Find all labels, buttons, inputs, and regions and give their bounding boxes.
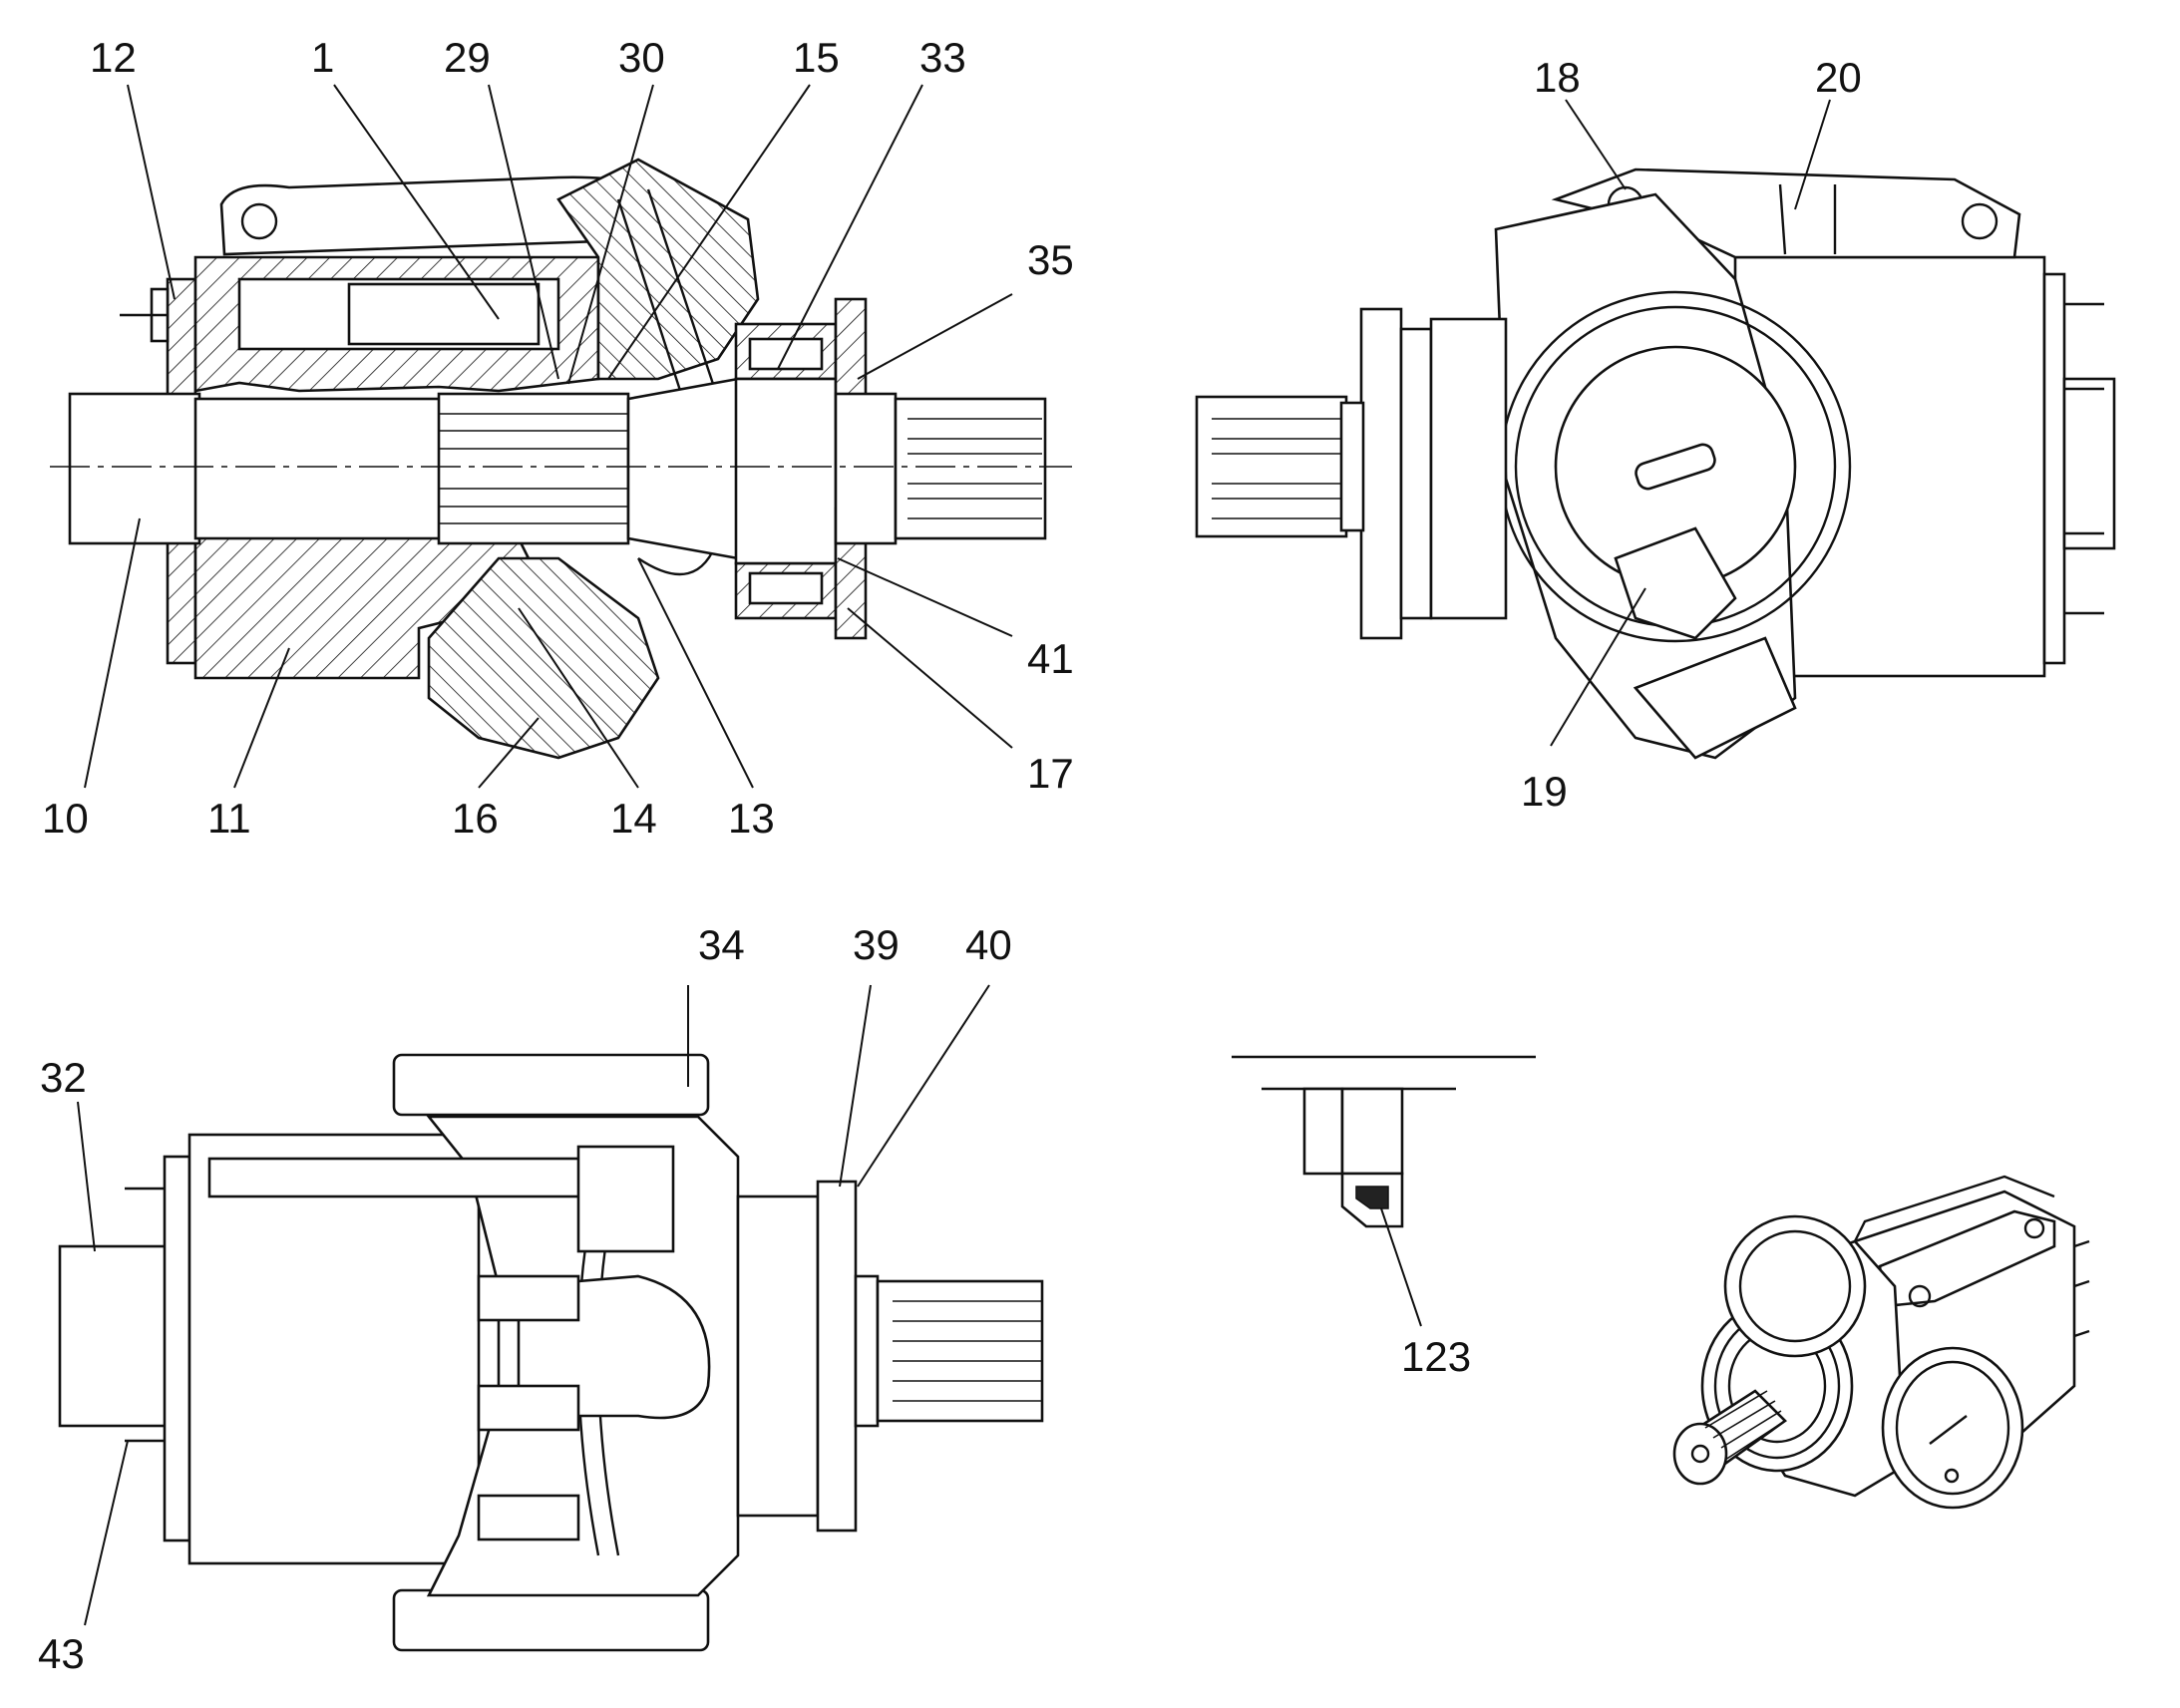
callout-label: 17 bbox=[1027, 750, 1074, 797]
callout-label: 39 bbox=[853, 921, 900, 968]
section-callouts: 12 1 29 30 15 33 35 41 17 10 11 16 14 13 bbox=[42, 34, 1074, 842]
output-spline bbox=[894, 397, 1047, 540]
callout-label: 35 bbox=[1027, 236, 1074, 283]
callout-label: 18 bbox=[1534, 54, 1581, 101]
section-view: 12 1 29 30 15 33 35 41 17 10 11 16 14 13 bbox=[42, 34, 1074, 842]
callout-label: 11 bbox=[207, 795, 251, 842]
callout-label: 1 bbox=[311, 34, 334, 81]
callout-label: 20 bbox=[1815, 54, 1862, 101]
callout-label: 29 bbox=[444, 34, 491, 81]
end-view: 18 20 19 bbox=[1195, 54, 2116, 815]
callout-label: 12 bbox=[90, 34, 137, 81]
isometric-view bbox=[1672, 1175, 2090, 1510]
callout-label: 19 bbox=[1521, 768, 1568, 815]
callout-label: 43 bbox=[38, 1630, 85, 1677]
callout-label: 40 bbox=[965, 921, 1012, 968]
seal-detail: 123 bbox=[1232, 1055, 1536, 1380]
callout-label: 123 bbox=[1401, 1333, 1471, 1380]
callout-label: 13 bbox=[728, 795, 775, 842]
callout-label: 33 bbox=[919, 34, 966, 81]
callout-label: 41 bbox=[1027, 635, 1074, 682]
callout-label: 34 bbox=[698, 921, 745, 968]
callout-label: 32 bbox=[40, 1054, 87, 1101]
callout-label: 10 bbox=[42, 795, 89, 842]
callout-label: 15 bbox=[793, 34, 840, 81]
callout-label: 30 bbox=[618, 34, 665, 81]
shaft-spline-mid bbox=[437, 392, 630, 545]
callout-label: 16 bbox=[452, 795, 499, 842]
section-leaders bbox=[84, 84, 1013, 789]
top-view: 34 39 40 32 43 bbox=[38, 921, 1044, 1677]
callout-label: 14 bbox=[610, 795, 657, 842]
